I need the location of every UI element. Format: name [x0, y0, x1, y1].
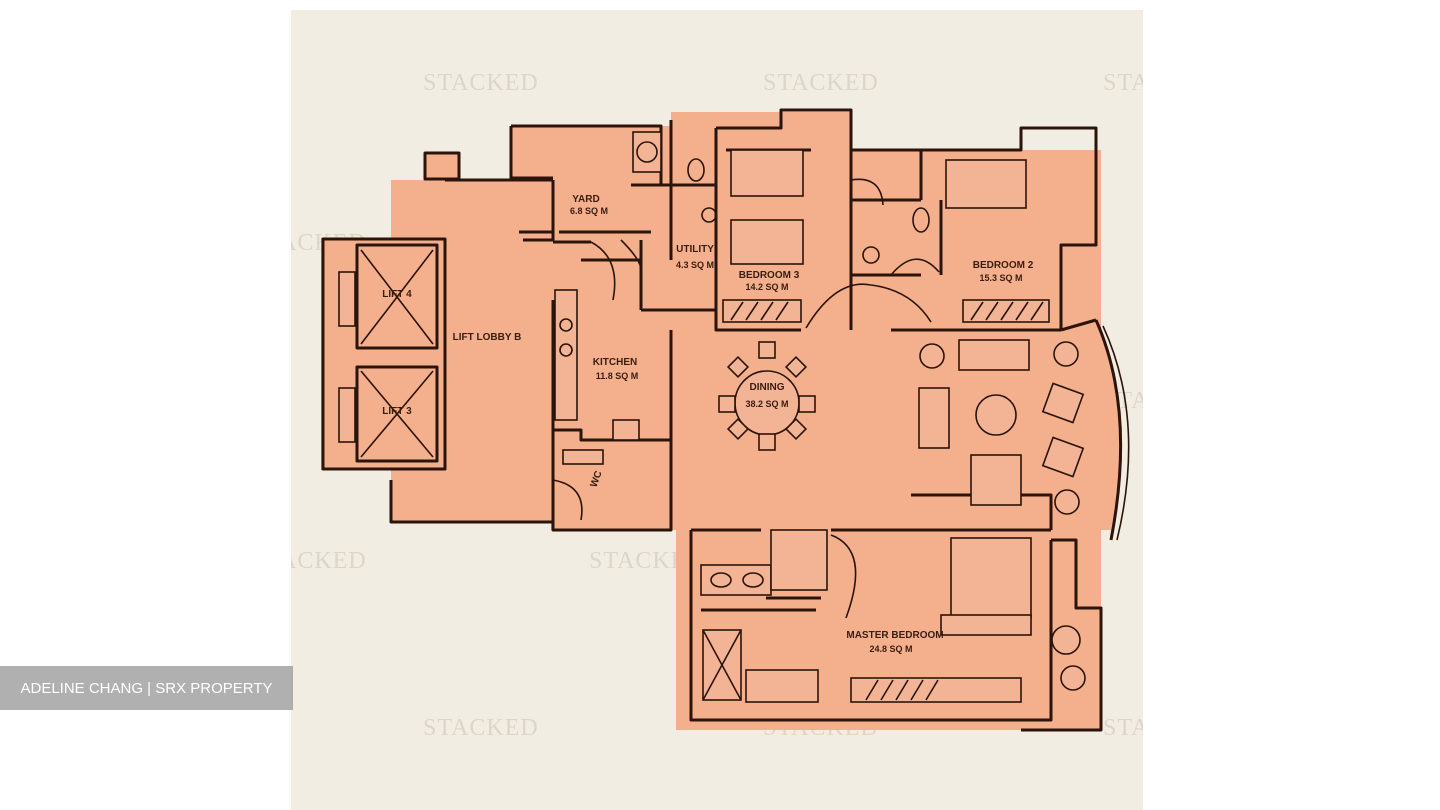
utility-area: 4.3 SQ M — [676, 260, 714, 270]
armchair-icon — [1041, 382, 1085, 424]
bedroom2-toilet-icon — [912, 207, 930, 233]
lift-core-wall — [321, 237, 447, 471]
room-labels: YARD 6.8 SQ M UTILITY 4.3 SQ M BEDROOM 3… — [382, 194, 1033, 654]
dining-chair-icon — [726, 417, 750, 441]
kitchen-door-swing — [590, 239, 642, 301]
dining-chair-icon — [718, 395, 736, 413]
side-table-icon — [1054, 489, 1080, 515]
bedroom3-label: BEDROOM 3 — [739, 270, 800, 281]
master-desk — [940, 614, 1032, 636]
master-wall — [689, 528, 1103, 732]
bedroom2-wardrobe — [945, 159, 1027, 209]
stair-box-floor — [425, 153, 459, 181]
stove-burner-icon — [559, 343, 573, 357]
yard-label: YARD — [572, 194, 599, 205]
stove-burner-icon — [559, 318, 573, 332]
lift3-cross — [360, 370, 434, 458]
watermark: STACKED — [763, 70, 879, 96]
coffee-table-icon — [975, 394, 1017, 436]
sofa-icon — [918, 387, 950, 449]
armchair-icon — [1051, 625, 1081, 655]
living-window-curve — [1102, 325, 1130, 541]
bedroom3-area: 14.2 SQ M — [745, 282, 788, 292]
dining-chair-icon — [758, 341, 776, 359]
armchair-icon — [919, 343, 945, 369]
photo-credit-badge: ADELINE CHANG | SRX PROPERTY — [0, 666, 293, 710]
armchair-icon — [1053, 341, 1079, 367]
lift4-cross — [360, 249, 434, 345]
bedroom3-window-hatch — [730, 301, 789, 321]
bedroom3-window — [722, 299, 802, 323]
stair-box — [423, 151, 461, 181]
master-label: MASTER BEDROOM — [846, 630, 943, 641]
lobby-label: LIFT LOBBY B — [453, 332, 522, 343]
bedroom2-area: 15.3 SQ M — [979, 273, 1022, 283]
watermark: STACKED — [291, 548, 367, 574]
master-bed-icon — [950, 537, 1032, 619]
lift3-label: LIFT 3 — [382, 406, 412, 417]
dining-chair-icon — [784, 417, 808, 441]
dining-area: 38.2 SQ M — [745, 399, 788, 409]
lift-shaft-3 — [355, 365, 439, 463]
utility-label: UTILITY — [676, 244, 714, 255]
master-basin-icon — [742, 572, 764, 588]
wc-label: WC — [589, 469, 605, 488]
dining-chair-icon — [784, 355, 808, 379]
lift3-door — [338, 387, 356, 443]
bedroom2-wall — [851, 126, 1098, 332]
kitchen-wall — [551, 240, 673, 532]
washer-drum-icon — [636, 141, 658, 163]
kitchen-area: 11.8 SQ M — [596, 371, 639, 381]
master-window-hatch — [865, 679, 939, 701]
master-basin-icon — [710, 572, 732, 588]
watermark: STACKED — [1103, 70, 1143, 96]
lift4-door — [338, 271, 356, 327]
dining-chair-icon — [798, 395, 816, 413]
armchair-icon — [1041, 436, 1085, 478]
bedroom2-label: BEDROOM 2 — [973, 260, 1034, 271]
wc-door-swing — [552, 479, 583, 521]
fridge-icon — [612, 419, 640, 441]
bedroom3-desk — [730, 219, 804, 265]
watermark: STACKED — [423, 70, 539, 96]
kitchen-counter — [554, 289, 578, 421]
walls — [321, 108, 1130, 732]
dining-chair-icon — [726, 355, 750, 379]
master-area: 24.8 SQ M — [869, 644, 912, 654]
yard-wall — [509, 120, 673, 260]
bedroom2-window-hatch — [970, 301, 1044, 321]
tv-console-icon — [970, 454, 1022, 506]
lift4-label: LIFT 4 — [382, 289, 412, 300]
bedroom-door-arc — [805, 283, 932, 329]
master-wardrobe — [770, 529, 828, 591]
living-wall — [669, 318, 1123, 541]
living-bay-floor — [1061, 310, 1123, 530]
lift-shaft-4 — [355, 243, 439, 350]
utility-toilet-icon — [687, 158, 705, 182]
bedroom2-door-swing — [850, 178, 940, 276]
lobby-wall — [389, 178, 555, 524]
watermark: STACKED — [423, 715, 539, 741]
bedroom2-window — [962, 299, 1050, 323]
master-door-swing — [830, 534, 857, 619]
bedroom2-basin-icon — [862, 246, 880, 264]
wc-basin-icon — [562, 449, 604, 465]
bedroom3-wardrobe — [730, 149, 804, 197]
yard-area: 6.8 SQ M — [570, 206, 608, 216]
floor-plan-sheet: STACKED STACKED STACKED STACKED STACKED … — [291, 10, 1143, 810]
kitchen-label: KITCHEN — [593, 357, 637, 368]
watermark: STACKED — [1103, 715, 1143, 741]
side-table-icon — [1060, 665, 1086, 691]
dining-chairs — [718, 341, 816, 451]
master-shower-cross — [702, 629, 742, 701]
dining-chair-icon — [758, 433, 776, 451]
bathtub-icon — [745, 669, 819, 703]
sofa-icon — [958, 339, 1030, 371]
dining-label: DINING — [750, 382, 785, 393]
